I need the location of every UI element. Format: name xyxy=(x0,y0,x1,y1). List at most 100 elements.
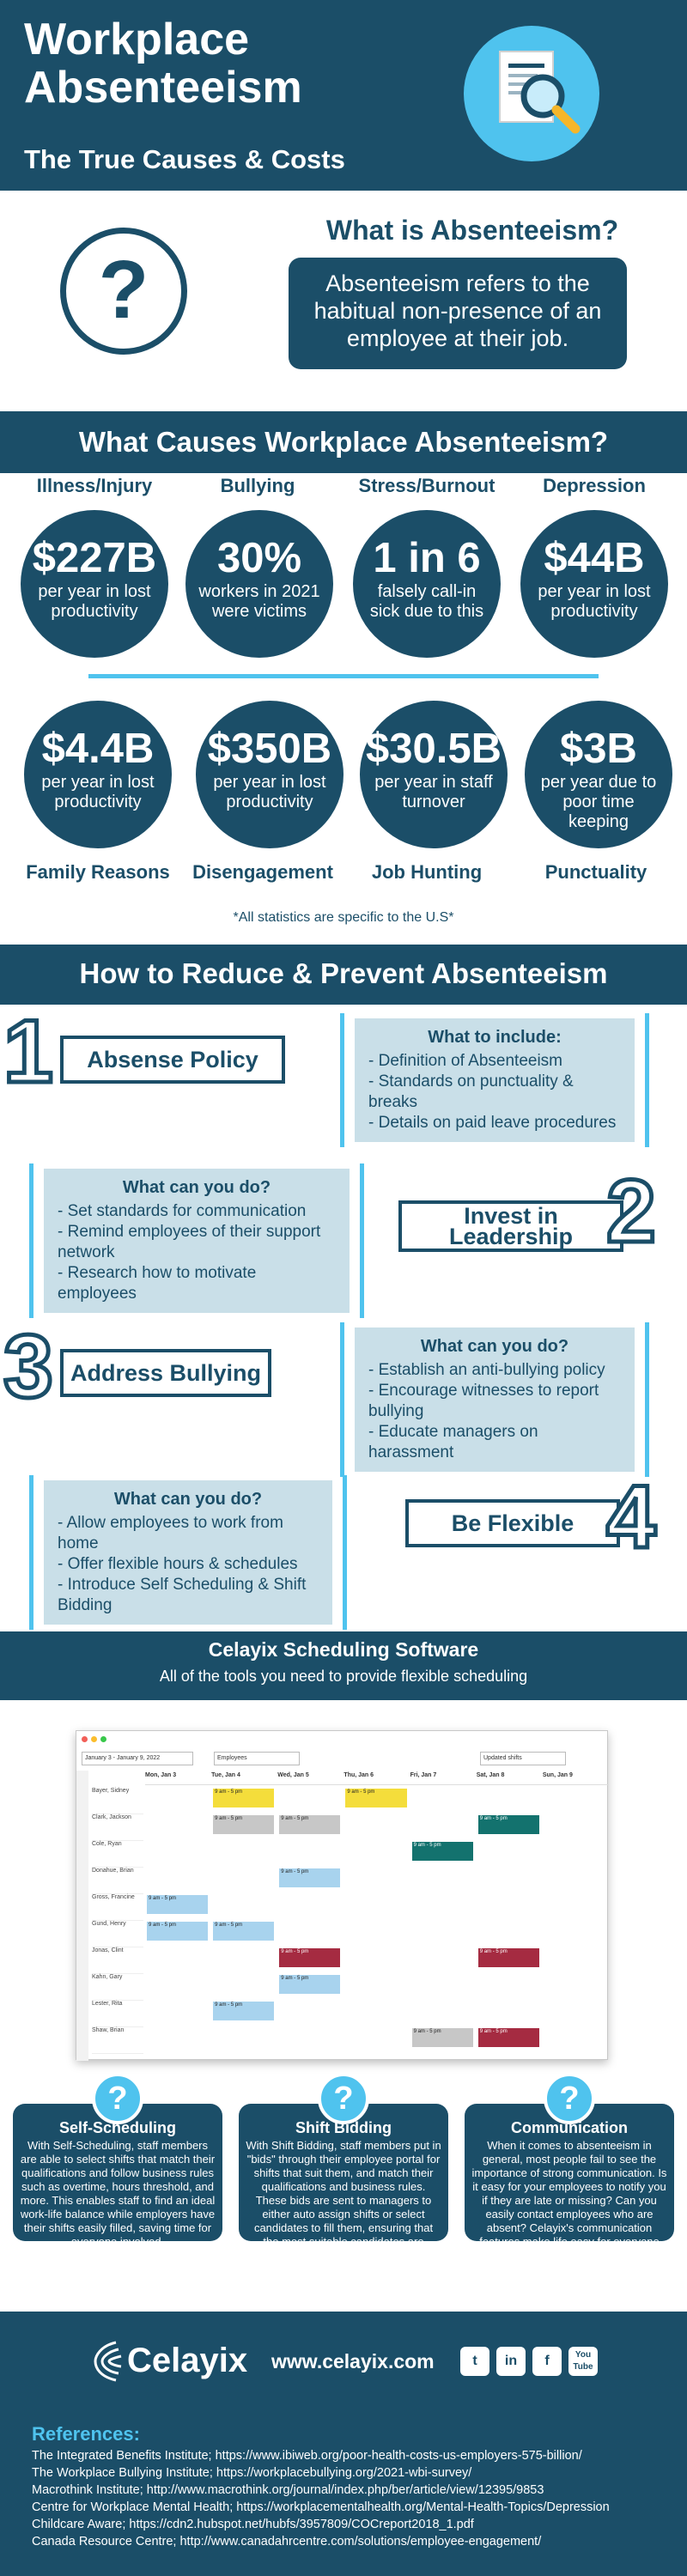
shift-block[interactable]: 9 am - 5 pm xyxy=(477,1815,539,1834)
step-number: 3 xyxy=(2,1317,56,1417)
feature-card: Shift Bidding With Shift Bidding, staff … xyxy=(239,2104,448,2262)
cause-category: Job Hunting xyxy=(371,861,483,883)
linkedin-icon[interactable]: in xyxy=(496,2347,526,2376)
shift-block[interactable]: 9 am - 5 pm xyxy=(279,1815,341,1834)
shift-block[interactable]: 9 am - 5 pm xyxy=(213,2002,275,2020)
day-header: Tue, Jan 4 xyxy=(211,1772,240,1778)
employee-name: Gund, Henry xyxy=(92,1921,143,1947)
shift-block[interactable]: 9 am - 5 pm xyxy=(279,1975,341,1994)
employee-name: Bayer, Sidney xyxy=(92,1788,143,1814)
shift-block[interactable]: 9 am - 5 pm xyxy=(279,1868,341,1887)
question-icon: ? xyxy=(318,2073,369,2124)
feature-description: With Shift Bidding, staff members put in… xyxy=(246,2139,441,2262)
cause-category: Illness/Injury xyxy=(36,475,153,496)
shift-block[interactable]: 9 am - 5 pm xyxy=(147,1922,209,1941)
box-heading: What can you do? xyxy=(122,1178,271,1197)
employee-name: Clark, Jackson xyxy=(92,1814,143,1841)
feature-title: Self-Scheduling xyxy=(58,2119,176,2136)
feature-description: When it comes to absenteeism in general,… xyxy=(471,2139,667,2262)
software-banner xyxy=(0,1631,687,1700)
feature-title: Communication xyxy=(510,2119,628,2136)
employee-name: Shaw, Brian xyxy=(92,2027,143,2054)
employee-name: Donahue, Brian xyxy=(92,1868,143,1894)
list-item: - Introduce Self Scheduling & Shift Bidd… xyxy=(58,1576,307,1614)
definition-box: Absenteeism refers to the habitual non-p… xyxy=(289,258,627,369)
website-link[interactable]: www.celayix.com xyxy=(271,2350,435,2372)
step-title: Absense Policy xyxy=(60,1036,285,1084)
step-box: What to include: - Definition of Absente… xyxy=(340,1013,649,1147)
step-box: What can you do? - Allow employees to wo… xyxy=(29,1475,347,1630)
cause-category: Depression xyxy=(543,475,646,496)
box-heading: What to include: xyxy=(428,1028,562,1047)
twitter-icon[interactable]: t xyxy=(460,2347,489,2376)
employee-name: Kahn, Gary xyxy=(92,1974,143,2001)
list-item: - Offer flexible hours & schedules xyxy=(58,1555,298,1573)
list-item: - Details on paid leave procedures xyxy=(368,1114,617,1132)
reference-item: Centre for Workplace Mental Health; http… xyxy=(32,2500,610,2514)
question-icon: ? xyxy=(92,2073,143,2124)
day-header: Mon, Jan 3 xyxy=(145,1772,177,1778)
employee-name: Lester, Rita xyxy=(92,2001,143,2027)
date-range-field: January 3 - January 9, 2022 xyxy=(82,1752,193,1765)
facebook-icon[interactable]: f xyxy=(532,2347,562,2376)
software-subheading: All of the tools you need to provide fle… xyxy=(159,1668,528,1685)
list-item: - Set standards for communication xyxy=(58,1202,307,1220)
reduce-heading: How to Reduce & Prevent Absenteeism xyxy=(79,957,608,989)
day-header: Sun, Jan 9 xyxy=(542,1772,573,1778)
cause-category: Punctuality xyxy=(544,861,647,883)
list-item: - Educate managers on harassment xyxy=(368,1423,538,1461)
shift-block[interactable]: 9 am - 5 pm xyxy=(147,1895,209,1914)
day-header: Thu, Jan 6 xyxy=(344,1772,374,1778)
day-header: Sat, Jan 8 xyxy=(476,1772,505,1778)
list-item: - Standards on punctuality & breaks xyxy=(368,1072,574,1111)
reference-item: Childcare Aware; https://cdn2.hubspot.ne… xyxy=(32,2518,474,2531)
list-item: - Allow employees to work from home xyxy=(58,1514,283,1552)
cause-category: Family Reasons xyxy=(26,861,170,883)
shift-block[interactable]: 9 am - 5 pm xyxy=(477,2028,539,2047)
shift-block[interactable]: 9 am - 5 pm xyxy=(213,1815,275,1834)
shift-block[interactable]: 9 am - 5 pm xyxy=(213,1789,275,1807)
employee-name: Gross, Francine xyxy=(92,1894,143,1921)
celayix-logo-icon xyxy=(94,2341,122,2382)
question-icon: ? xyxy=(544,2073,595,2124)
shift-block[interactable]: 9 am - 5 pm xyxy=(477,1948,539,1967)
cause-category: Disengagement xyxy=(192,861,333,883)
step-number: 2 xyxy=(605,1162,659,1261)
youtube-icon[interactable]: You Tube xyxy=(568,2347,598,2376)
reference-item: The Workplace Bullying Institute; https:… xyxy=(32,2466,472,2480)
reference-item: Macrothink Institute; http://www.macroth… xyxy=(32,2483,544,2497)
shift-block[interactable]: 9 am - 5 pm xyxy=(411,2028,473,2047)
filter-select: Employees xyxy=(214,1752,300,1765)
section-divider xyxy=(88,674,599,678)
side-toolbar xyxy=(76,1771,88,2061)
shift-block[interactable]: 9 am - 5 pm xyxy=(213,1922,275,1941)
brand-name: Celayix xyxy=(127,2342,248,2379)
shift-block[interactable]: 9 am - 5 pm xyxy=(279,1948,341,1967)
cause-category: Bullying xyxy=(220,475,295,496)
cause-category: Stress/Burnout xyxy=(358,475,495,496)
reference-item: Canada Resource Centre; http://www.canad… xyxy=(32,2535,542,2549)
document-search-icon xyxy=(464,26,599,161)
causes-heading: What Causes Workplace Absenteeism? xyxy=(78,426,609,458)
references-list: The Integrated Benefits Institute; https… xyxy=(32,2447,684,2550)
feature-title: Shift Bidding xyxy=(295,2119,392,2136)
list-item: - Establish an anti-bullying policy xyxy=(368,1361,605,1379)
feature-card: Self-Scheduling With Self-Scheduling, st… xyxy=(13,2104,222,2248)
shift-block[interactable]: 9 am - 5 pm xyxy=(345,1789,407,1807)
window-controls xyxy=(82,1736,106,1742)
shift-block[interactable]: 9 am - 5 pm xyxy=(411,1842,473,1861)
day-header: Fri, Jan 7 xyxy=(410,1772,437,1778)
list-item: - Research how to motivate employees xyxy=(58,1264,257,1303)
question-mark-icon: ? xyxy=(60,228,187,355)
reference-item: The Integrated Benefits Institute; https… xyxy=(32,2449,582,2463)
scheduler-screenshot: January 3 - January 9, 2022 Employees Up… xyxy=(76,1730,609,2061)
feature-description: With Self-Scheduling, staff members are … xyxy=(20,2139,216,2248)
